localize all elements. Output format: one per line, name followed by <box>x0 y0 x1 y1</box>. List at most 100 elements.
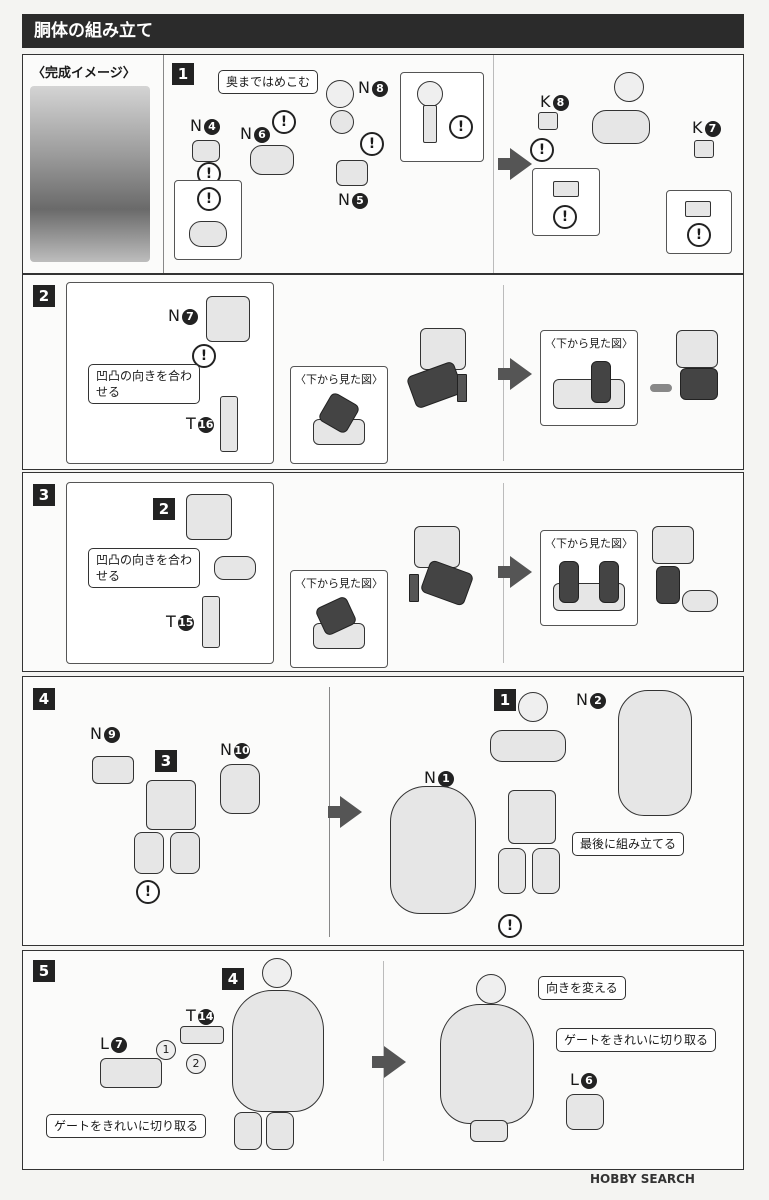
ref-step1: 1 <box>494 689 516 711</box>
part-t15 <box>202 596 220 648</box>
leg-right <box>532 848 560 894</box>
assembly-ball <box>262 958 292 988</box>
assembly-ball <box>614 72 644 102</box>
turn-around-note: 向きを変える <box>538 976 626 1000</box>
part-detail-ball <box>417 81 443 107</box>
detail-box: ! <box>532 168 600 236</box>
divider <box>163 55 164 273</box>
assembly-ball <box>476 974 506 1004</box>
assembly-top <box>414 526 460 568</box>
part-n2-back-shell <box>618 690 692 816</box>
part-step3-assembly <box>508 790 556 844</box>
completed-figure-photo <box>30 86 150 262</box>
detail-box: ! <box>174 180 242 260</box>
ref-step4: 4 <box>222 968 244 990</box>
detail-box: ! <box>400 72 484 162</box>
part-n7 <box>206 296 250 342</box>
bottom-view-caption: 〈下から見た図〉 <box>545 537 633 550</box>
ref-step3: 3 <box>155 750 177 772</box>
part-t16 <box>220 396 238 452</box>
part-detail-stem <box>423 105 437 143</box>
complete-image-caption: 〈完成イメージ〉 <box>32 66 136 81</box>
part-detail-dark <box>559 561 579 603</box>
next-arrow <box>498 358 532 390</box>
assembly-leg <box>682 590 718 612</box>
assembly-body <box>592 110 650 144</box>
align-note: 凹凸の向きを合わせる <box>88 548 200 588</box>
next-arrow <box>498 148 532 180</box>
part-detail <box>189 221 227 247</box>
part-detail-dark <box>591 361 611 403</box>
warning-icon: ! <box>498 914 522 938</box>
step-number: 2 <box>33 285 55 307</box>
leg-left <box>134 832 164 874</box>
part-n5 <box>336 160 368 186</box>
part-step2-assembly <box>186 494 232 540</box>
assembly-top <box>676 330 718 368</box>
bottom-view-caption: 〈下から見た図〉 <box>295 577 383 590</box>
step-number: 1 <box>172 63 194 85</box>
order-step-2: 2 <box>186 1054 206 1074</box>
leg-left <box>498 848 526 894</box>
warning-icon: ! <box>136 880 160 904</box>
align-note: 凹凸の向きを合わせる <box>88 364 200 404</box>
step-number: 5 <box>33 960 55 982</box>
part-step3-assembly <box>146 780 196 830</box>
up-arrow-icon <box>457 374 467 402</box>
order-step-1: 1 <box>156 1040 176 1060</box>
leg-right <box>266 1112 294 1150</box>
assembled-torso <box>232 990 324 1112</box>
part-k8 <box>538 112 558 130</box>
section-title: 胴体の組み立て <box>22 14 744 48</box>
part-n9 <box>92 756 134 784</box>
part-detail <box>685 201 711 217</box>
assembly-leg-dark <box>656 566 680 604</box>
rotate-arrow-icon <box>650 384 672 392</box>
gate-cut-note: ゲートをきれいに切り取る <box>46 1114 207 1138</box>
watermark: HOBBY SEARCH <box>590 1172 695 1186</box>
warning-icon: ! <box>553 205 577 229</box>
warning-icon: ! <box>449 115 473 139</box>
next-arrow <box>328 796 362 828</box>
leg-left <box>234 1112 262 1150</box>
step-number: 3 <box>33 484 55 506</box>
warning-icon: ! <box>197 187 221 211</box>
last-assemble-note: 最後に組み立てる <box>572 832 685 856</box>
bottom-view-caption: 〈下から見た図〉 <box>295 373 383 386</box>
assembly-ball <box>518 692 548 722</box>
watermark-text: HOBBY SEARCH <box>590 1172 695 1186</box>
warning-icon: ! <box>360 132 384 156</box>
part-n4 <box>192 140 220 162</box>
torso-base <box>470 1120 508 1142</box>
bottom-view-box: 〈下から見た図〉 <box>540 330 638 426</box>
bottom-view-box: 〈下から見た図〉 <box>290 366 388 464</box>
part-l6 <box>566 1094 604 1130</box>
bottom-view-caption: 〈下から見た図〉 <box>545 337 633 350</box>
bottom-view-box: 〈下から見た図〉 <box>540 530 638 626</box>
gate-cut-note: ゲートをきれいに切り取る <box>556 1028 717 1052</box>
detail-box: ! <box>666 190 732 254</box>
part-n8-ball <box>326 80 354 108</box>
up-arrow-icon <box>409 574 419 602</box>
next-arrow <box>372 1046 406 1078</box>
step-number: 4 <box>33 688 55 710</box>
warning-icon: ! <box>272 110 296 134</box>
leg-right <box>170 832 200 874</box>
part-l7 <box>100 1058 162 1088</box>
part-n1-front-shell <box>390 786 476 914</box>
